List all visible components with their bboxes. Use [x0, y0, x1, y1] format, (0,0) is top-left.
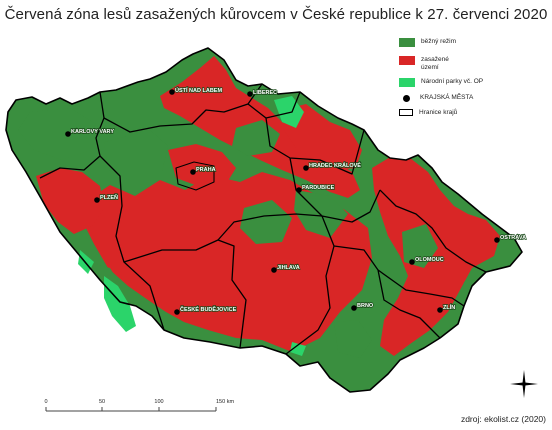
- legend-item-national-park: Národní parky vč. OP: [399, 78, 483, 87]
- city-marker: [169, 89, 175, 95]
- region-border-pardubice-south: [289, 157, 381, 223]
- city-ostrava: OSTRAVA: [494, 234, 527, 243]
- city-label: OSTRAVA: [500, 235, 526, 241]
- scale-label: 150 km: [216, 399, 234, 405]
- scale-label: 0: [44, 399, 47, 405]
- source-credit: zdroj: ekolist.cz (2020): [460, 414, 546, 424]
- city-marker: [351, 305, 357, 311]
- city-praha: PRAHA: [190, 166, 216, 175]
- city-label: HRADEC KRÁLOVÉ: [309, 161, 361, 169]
- city-label: LIBEREC: [253, 90, 277, 96]
- city-label: PLZEŇ: [100, 193, 118, 201]
- map-title: Červená zóna lesů zasažených kůrovcem v …: [4, 6, 548, 23]
- affected-zone-west: [36, 168, 104, 234]
- normal-patch-karlovy-vary: [18, 108, 96, 160]
- region-border-olomouc-ostrava: [379, 189, 487, 273]
- region-border-plzen: [99, 155, 165, 331]
- affected-zone-moravia: [372, 156, 500, 356]
- country-border: [5, 47, 523, 393]
- legend-item-city: KRAJSKÁ MĚSTA: [399, 94, 473, 102]
- city-brno: BRNO: [351, 302, 375, 311]
- affected-zone-northeast: [282, 104, 362, 170]
- legend-item-normal: běžný režim: [399, 38, 456, 47]
- region-border-ustecky-south: [103, 83, 263, 133]
- city-marker: [409, 259, 415, 265]
- city-marker: [494, 237, 500, 243]
- region-borders: [5, 47, 523, 393]
- city-ceske-budejovice: ČESKÉ BUDĚJOVICE: [174, 304, 237, 315]
- city-marker: [190, 169, 196, 175]
- compass-needle-horizontal: [510, 382, 538, 386]
- normal-patch-olomouc: [402, 224, 438, 268]
- city-marker: [94, 197, 100, 203]
- city-olomouc: OLOMOUC: [409, 256, 444, 265]
- scale-label: 50: [99, 399, 105, 405]
- legend-item-affected: zasažené území: [399, 56, 449, 72]
- normal-patch-central-bohemia: [104, 130, 168, 180]
- legend-swatch-normal: [399, 38, 415, 47]
- scale-label: 100: [154, 399, 163, 405]
- city-marker: [247, 91, 253, 97]
- national-park-sumava: [104, 276, 136, 332]
- regional-cities: ÚSTÍ NAD LABEM LIBEREC KARLOVY VARY PRAH…: [65, 85, 527, 315]
- city-label: PARDUBICE: [302, 185, 335, 191]
- city-label: JIHLAVA: [277, 265, 300, 271]
- region-border-vysocina-east: [285, 215, 335, 355]
- city-usti-nad-labem: ÚSTÍ NAD LABEM: [169, 85, 223, 95]
- legend-swatch-affected: [399, 56, 415, 65]
- city-marker: [303, 165, 309, 171]
- legend-label: běžný režim: [421, 38, 457, 45]
- normal-patch-south-moravia: [334, 320, 372, 358]
- legend-item-border: Hranice krajů: [399, 109, 457, 117]
- city-marker: [437, 307, 443, 313]
- region-border-vysocina-west: [217, 213, 323, 241]
- normal-patch-vysocina: [240, 200, 292, 244]
- city-marker: [65, 131, 71, 137]
- legend-label: KRAJSKÁ MĚSTA: [420, 94, 474, 101]
- city-marker: [296, 187, 302, 193]
- city-hradec-kralove: HRADEC KRÁLOVÉ: [303, 160, 362, 171]
- city-marker: [174, 309, 180, 315]
- city-jihlava: JIHLAVA: [271, 264, 300, 273]
- scale-bar: 0 50 100 150 km: [44, 399, 234, 412]
- affected-zone-prague: [168, 144, 236, 186]
- city-label: PRAHA: [196, 167, 216, 173]
- city-karlovy-vary: KARLOVY VARY: [65, 128, 115, 137]
- legend-label: Národní parky vč. OP: [421, 78, 484, 85]
- city-label: ZLÍN: [443, 303, 455, 311]
- city-label: ČESKÉ BUDĚJOVICE: [180, 305, 237, 313]
- national-park-ceske-svycarsko: [274, 96, 304, 128]
- region-border-liberec: [247, 91, 301, 119]
- city-pardubice: PARDUBICE: [296, 184, 335, 193]
- city-zlin: ZLÍN: [437, 302, 456, 313]
- city-label: KARLOVY VARY: [71, 129, 114, 135]
- legend-label: Hranice krajů: [419, 109, 458, 116]
- region-border-prague: [175, 161, 215, 191]
- compass-icon: [510, 370, 538, 398]
- city-marker: [271, 267, 277, 273]
- city-label: ÚSTÍ NAD LABEM: [175, 86, 222, 94]
- legend-city-dot-icon: [403, 95, 410, 102]
- legend-swatch-national-park: [399, 78, 415, 87]
- city-label: BRNO: [357, 303, 374, 309]
- legend-label: zasažené území: [421, 56, 449, 71]
- region-border-hradec-south: [265, 117, 365, 175]
- legend-border-box-icon: [399, 109, 413, 116]
- region-border-olomouc-zlin: [377, 269, 465, 307]
- city-label: OLOMOUC: [415, 257, 444, 263]
- city-liberec: LIBEREC: [247, 89, 278, 97]
- region-border-jihocesky-north: [123, 239, 247, 349]
- region-border-south-moravia-north: [333, 245, 441, 339]
- city-plzen: PLZEŇ: [94, 192, 119, 203]
- national-park-podyji: [290, 342, 306, 356]
